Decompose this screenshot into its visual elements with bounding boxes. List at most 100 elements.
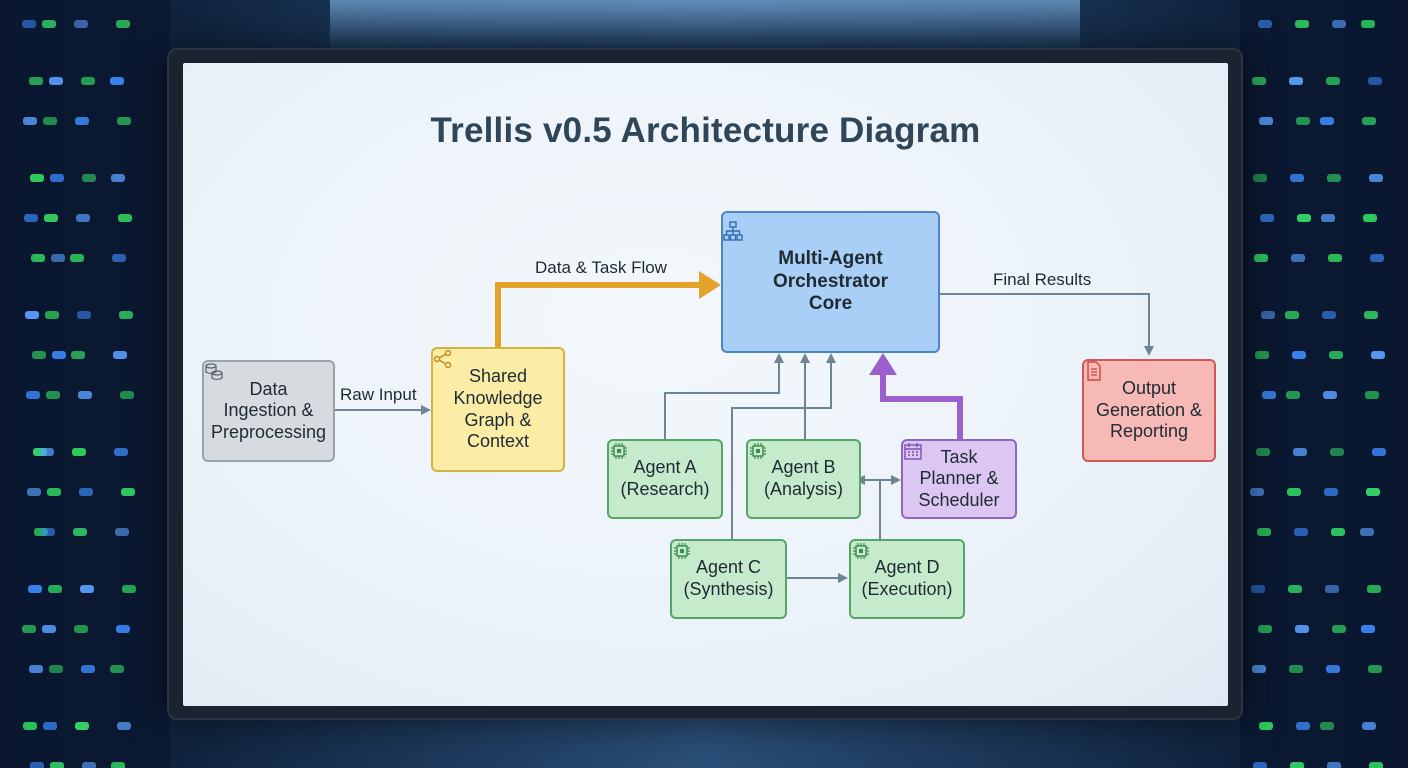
server-led — [73, 528, 87, 536]
chip-icon — [611, 443, 627, 459]
edge-planner-to-core-arrowhead — [869, 353, 897, 375]
server-led — [26, 391, 40, 399]
server-led — [1261, 311, 1275, 319]
server-led — [1325, 585, 1339, 593]
server-led — [52, 351, 66, 359]
server-led — [48, 585, 62, 593]
edge-final-results — [940, 293, 1154, 356]
server-led — [111, 762, 125, 768]
server-led — [79, 488, 93, 496]
server-led — [49, 665, 63, 673]
server-led — [110, 665, 124, 673]
node-agent-b-label: Agent B (Analysis) — [763, 457, 843, 499]
server-led — [1255, 351, 1269, 359]
node-agent-a[interactable]: Agent A (Research) — [607, 439, 723, 519]
server-led — [1327, 762, 1341, 768]
server-led — [118, 214, 132, 222]
chip-icon — [674, 543, 690, 559]
server-led — [1254, 254, 1268, 262]
server-led — [116, 625, 130, 633]
edge-data-task-flow — [495, 282, 703, 347]
server-led — [71, 351, 85, 359]
server-led — [1256, 448, 1270, 456]
server-led — [29, 77, 43, 85]
server-led — [74, 625, 88, 633]
server-led — [75, 117, 89, 125]
edge-label-final-results: Final Results — [993, 270, 1092, 289]
node-agent-a-label: Agent A (Research) — [620, 457, 710, 499]
server-led — [82, 174, 96, 182]
diagram-title: Trellis v0.5 Architecture Diagram — [430, 111, 981, 150]
server-led — [1293, 448, 1307, 456]
server-led — [29, 665, 43, 673]
node-data-ingestion[interactable]: Data Ingestion & Preprocessing — [202, 360, 335, 462]
server-led — [1321, 214, 1335, 222]
server-led — [42, 625, 56, 633]
server-led — [76, 214, 90, 222]
server-led — [120, 391, 134, 399]
server-led — [1371, 351, 1385, 359]
node-shared-knowledge[interactable]: Shared Knowledge Graph & Context — [431, 347, 565, 472]
connectors-layer — [335, 271, 1154, 583]
node-output-generation[interactable]: Output Generation & Reporting — [1082, 359, 1216, 462]
server-led — [110, 77, 124, 85]
server-led — [24, 214, 38, 222]
server-led — [27, 488, 41, 496]
server-led — [1361, 625, 1375, 633]
server-led — [1291, 254, 1305, 262]
server-led — [30, 762, 44, 768]
server-led — [1286, 391, 1300, 399]
server-led — [1366, 488, 1380, 496]
server-led — [43, 117, 57, 125]
server-led — [1326, 77, 1340, 85]
server-led — [70, 254, 84, 262]
server-led — [112, 254, 126, 262]
node-agent-c[interactable]: Agent C (Synthesis) — [670, 539, 787, 619]
node-agent-d[interactable]: Agent D (Execution) — [849, 539, 965, 619]
server-led — [1296, 117, 1310, 125]
server-led — [1285, 311, 1299, 319]
server-led — [1259, 117, 1273, 125]
server-led — [1370, 254, 1384, 262]
server-led — [117, 722, 131, 730]
server-led — [1253, 174, 1267, 182]
server-led — [81, 77, 95, 85]
server-led — [22, 625, 36, 633]
server-led — [121, 488, 135, 496]
node-data-ingestion-label: Data Ingestion & Preprocessing — [210, 378, 327, 442]
server-led — [23, 117, 37, 125]
server-led — [1320, 117, 1334, 125]
server-led — [30, 174, 44, 182]
node-shared-knowledge-label: Shared Knowledge Graph & Context — [453, 366, 543, 452]
server-led — [81, 665, 95, 673]
server-led — [1330, 448, 1344, 456]
server-led — [119, 311, 133, 319]
server-led — [1290, 762, 1304, 768]
server-led — [31, 254, 45, 262]
server-led — [22, 20, 36, 28]
server-led — [1323, 391, 1337, 399]
server-led — [1322, 311, 1336, 319]
diagram-screen: Trellis v0.5 Architecture Diagram Raw In… — [183, 63, 1228, 706]
node-orchestrator-core[interactable]: Multi-Agent Orchestrator Core — [721, 211, 940, 353]
server-led — [1289, 665, 1303, 673]
server-led — [117, 117, 131, 125]
node-agent-c-label: Agent C (Synthesis) — [683, 557, 774, 599]
server-led — [1258, 625, 1272, 633]
edge-label-raw-input: Raw Input — [340, 385, 417, 404]
server-led — [42, 20, 56, 28]
share-graph-icon — [433, 349, 452, 369]
server-led — [1367, 585, 1381, 593]
node-agent-b[interactable]: Agent B (Analysis) — [746, 439, 861, 519]
node-task-planner[interactable]: Task Planner & Scheduler — [901, 439, 1017, 519]
edge-agent-a-to-core — [664, 353, 784, 439]
server-led — [1296, 722, 1310, 730]
server-led — [78, 391, 92, 399]
server-led — [49, 77, 63, 85]
server-led — [1257, 528, 1271, 536]
server-led — [25, 311, 39, 319]
server-led — [1372, 448, 1386, 456]
server-led — [113, 351, 127, 359]
server-led — [1332, 625, 1346, 633]
server-led — [1361, 20, 1375, 28]
